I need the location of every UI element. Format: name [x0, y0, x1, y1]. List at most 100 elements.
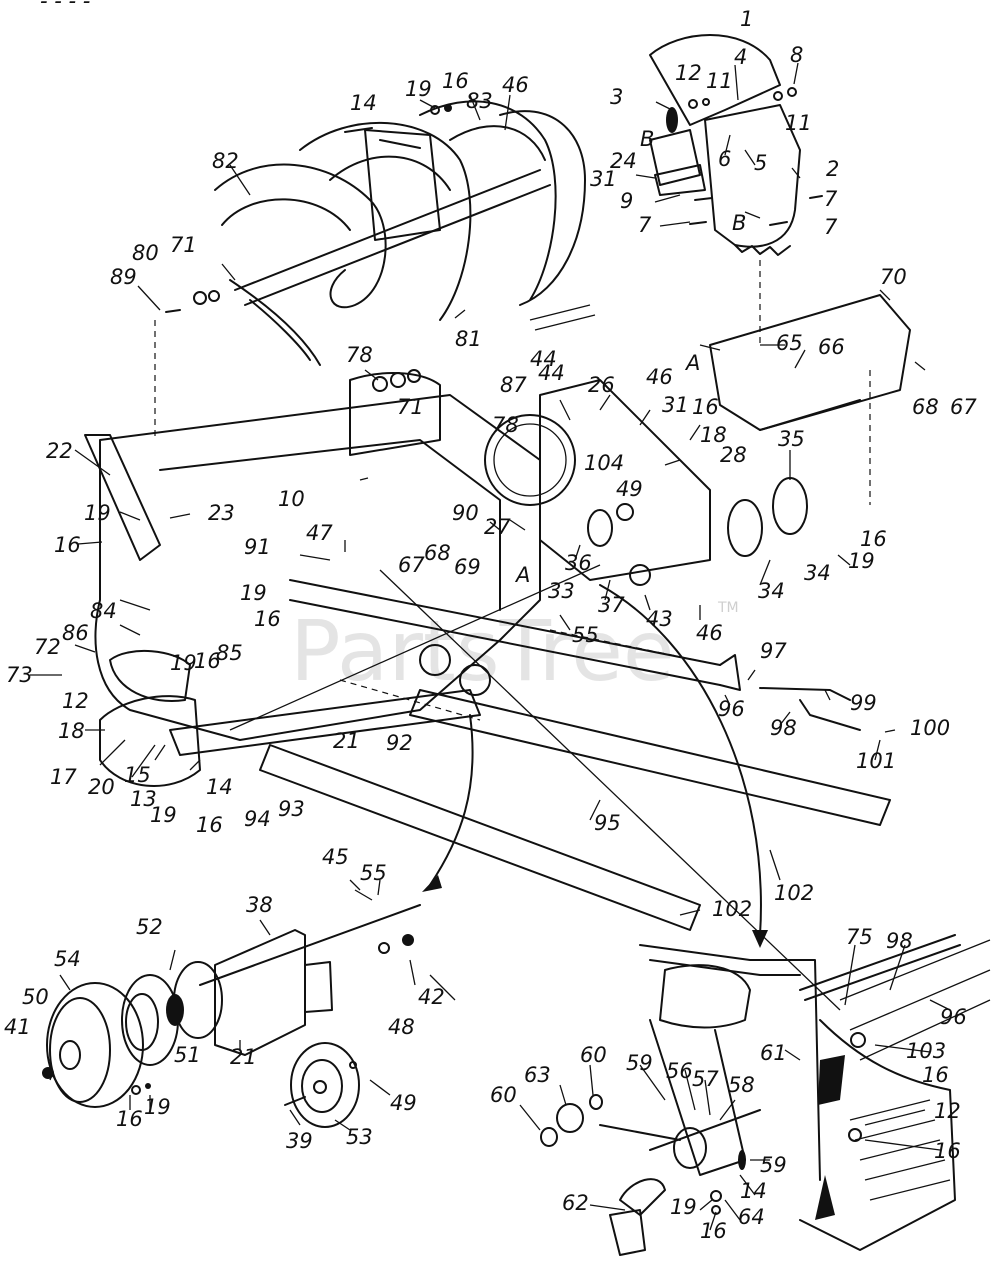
callout: 68	[424, 541, 451, 565]
callout: 69	[454, 555, 481, 579]
callout: 103	[906, 1039, 946, 1063]
callout: 101	[856, 749, 896, 773]
callout-labels: 1 2 3 4 5 6 7 7 7 8 9 11 11 12 B B 24 31…	[4, 7, 977, 1243]
callout: 78	[492, 413, 519, 437]
callout: 93	[278, 797, 305, 821]
callout: 16	[116, 1107, 143, 1131]
callout: 91	[244, 535, 271, 559]
callout: A	[684, 351, 700, 375]
callout: 18	[58, 719, 85, 743]
callout: 15	[124, 763, 151, 787]
control-detail-drawing	[540, 934, 991, 1256]
callout: 11	[706, 69, 733, 93]
callout: 35	[778, 427, 805, 451]
callout: 26	[588, 373, 615, 397]
callout: 87	[500, 373, 527, 397]
alignment-lines	[154, 260, 871, 721]
callout: 42	[418, 985, 445, 1009]
callout: 36	[565, 551, 592, 575]
callout: 1	[740, 7, 753, 31]
callout: 97	[760, 639, 787, 663]
callout: 81	[455, 327, 482, 351]
callout: 50	[22, 985, 49, 1009]
leader-lines	[30, 62, 951, 1231]
callout: 14	[350, 91, 377, 115]
callout: 39	[286, 1129, 313, 1153]
callout: 28	[720, 443, 747, 467]
callout: 12	[934, 1099, 961, 1123]
callout: 48	[388, 1015, 415, 1039]
callout: 49	[390, 1091, 417, 1115]
callout: 19	[170, 651, 197, 675]
callout: 21	[230, 1045, 257, 1069]
callout: 78	[346, 343, 373, 367]
callout: 55	[572, 623, 599, 647]
callout: 22	[46, 439, 73, 463]
callout: 60	[490, 1083, 517, 1107]
callout: 38	[246, 893, 273, 917]
callout: 45	[322, 845, 349, 869]
callout: 57	[692, 1067, 719, 1091]
callout: 66	[818, 335, 845, 359]
callout: 51	[174, 1043, 201, 1067]
callout: B	[640, 127, 654, 151]
callout: 98	[770, 716, 797, 740]
callout: 92	[386, 731, 413, 755]
callout: 73	[6, 663, 33, 687]
callout: 7	[824, 215, 838, 239]
callout: 16	[700, 1219, 727, 1243]
callout: 19	[150, 803, 177, 827]
callout: 31	[590, 167, 617, 191]
callout: 16	[922, 1063, 949, 1087]
callout: 3	[610, 85, 623, 109]
callout: 37	[598, 593, 625, 617]
callout: 20	[88, 775, 115, 799]
callout: 19	[670, 1195, 697, 1219]
callout: 41	[4, 1015, 31, 1039]
callout: 43	[646, 607, 673, 631]
callout: 46	[646, 365, 673, 389]
callout: 86	[62, 621, 89, 645]
callout: 27	[484, 515, 511, 539]
callout: 96	[940, 1005, 967, 1029]
callout: 16	[54, 533, 81, 557]
auger-drawing	[214, 100, 586, 366]
callout: 10	[278, 487, 305, 511]
callout: 19	[405, 77, 432, 101]
callout: 63	[524, 1063, 551, 1087]
callout: 12	[62, 689, 89, 713]
callout: 67	[398, 553, 425, 577]
callout: 7	[638, 213, 652, 237]
callout: 19	[84, 501, 111, 525]
callout: 33	[548, 579, 575, 603]
callout: B	[732, 211, 746, 235]
callout: 16	[692, 395, 719, 419]
callout: 72	[34, 635, 61, 659]
callout: 53	[346, 1125, 373, 1149]
callout: 75	[846, 925, 873, 949]
callout: 19	[144, 1095, 171, 1119]
callout: 102	[774, 881, 814, 905]
callout: 84	[90, 599, 117, 623]
callout: 14	[740, 1179, 767, 1203]
callout: 98	[886, 929, 913, 953]
callout: 34	[758, 579, 785, 603]
callout: 46	[502, 73, 529, 97]
callout: 90	[452, 501, 479, 525]
callout: 13	[130, 787, 157, 811]
callout: 31	[662, 393, 689, 417]
callout: 47	[306, 521, 333, 545]
callout: 61	[760, 1041, 787, 1065]
callout: 71	[170, 233, 197, 257]
callout: 17	[50, 765, 77, 789]
callout: 6	[718, 147, 731, 171]
callout: 19	[240, 581, 267, 605]
callout: 14	[206, 775, 233, 799]
callout: 21	[333, 729, 360, 753]
callout: 60	[580, 1043, 607, 1067]
callout: 67	[950, 395, 977, 419]
callout: 82	[212, 149, 239, 173]
callout: 16	[860, 527, 887, 551]
callout: 4	[734, 45, 747, 69]
